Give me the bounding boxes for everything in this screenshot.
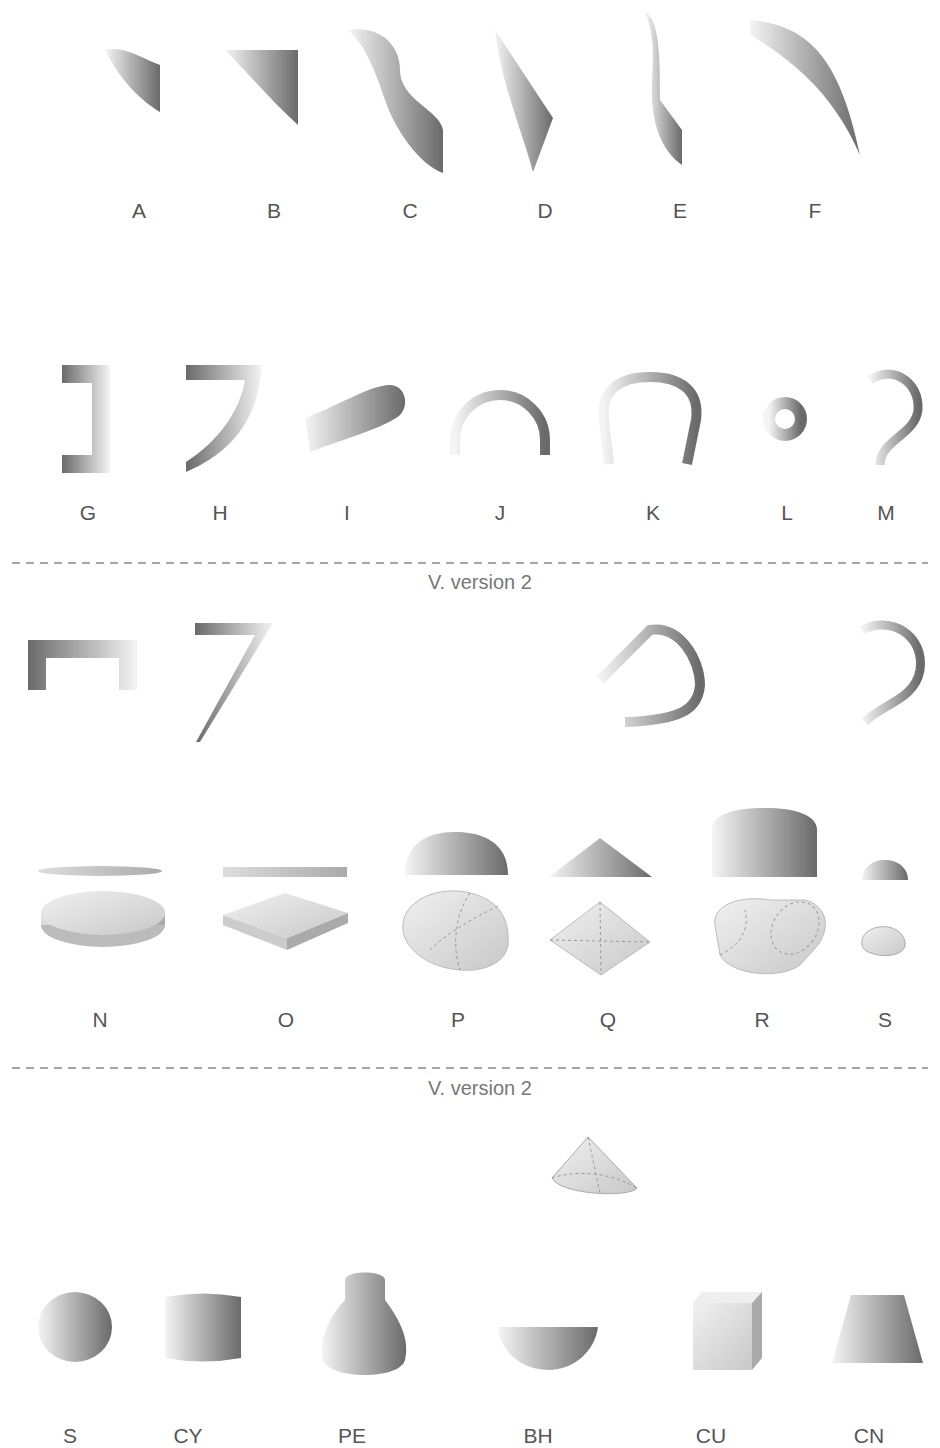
- shape-label: C: [402, 200, 417, 221]
- shape-label: S: [63, 1425, 77, 1446]
- shape-label: L: [781, 502, 793, 523]
- shape-label: PE: [338, 1425, 366, 1446]
- shape-label: R: [754, 1009, 769, 1030]
- shape-label: D: [537, 200, 552, 221]
- section-label: V. version 2: [424, 572, 536, 592]
- shape-label: A: [132, 200, 146, 221]
- shape-label: G: [80, 502, 96, 523]
- shape-label: Q: [600, 1009, 616, 1030]
- shape-label: CN: [854, 1425, 884, 1446]
- shape-label: K: [646, 502, 660, 523]
- shape-label: CU: [696, 1425, 726, 1446]
- shape-label: BH: [523, 1425, 552, 1446]
- shape-label: I: [344, 502, 350, 523]
- section-label: V. version 2: [424, 1078, 536, 1098]
- shape-label: H: [212, 502, 227, 523]
- shape-label: N: [92, 1009, 107, 1030]
- shape-label: E: [673, 200, 687, 221]
- shape-label: CY: [173, 1425, 202, 1446]
- shape-label: F: [809, 200, 822, 221]
- shape-label: S: [878, 1009, 892, 1030]
- shape-label: P: [451, 1009, 465, 1030]
- shape-label: M: [877, 502, 895, 523]
- shape-label: O: [278, 1009, 294, 1030]
- shape-label: B: [267, 200, 281, 221]
- shape-label: J: [495, 502, 506, 523]
